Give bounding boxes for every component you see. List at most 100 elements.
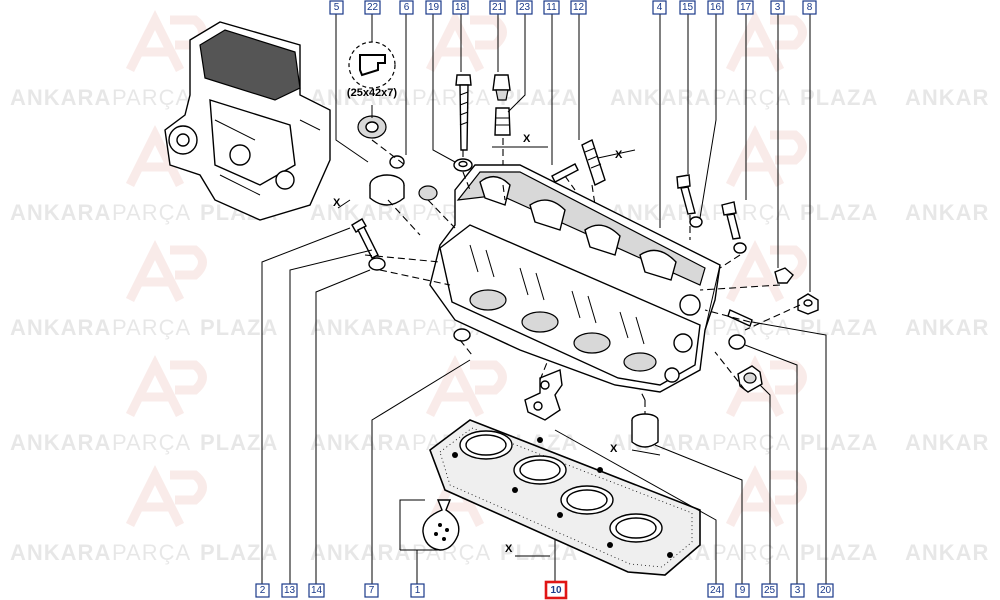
cap-nut: [797, 293, 819, 315]
watermark-text: PLAZA: [200, 430, 278, 455]
watermark-text: ANKAR: [905, 315, 989, 340]
watermark-text: ANKARA: [310, 315, 411, 340]
watermark-text: PLAZA: [800, 315, 878, 340]
callout-1[interactable]: 1: [410, 583, 425, 598]
callout-15[interactable]: 15: [679, 0, 696, 15]
cylinder-head-gasket: [429, 419, 701, 576]
bracket-bolt: [721, 201, 747, 254]
watermark-logo: [125, 464, 207, 528]
dimension-markers: X X X X X: [333, 133, 661, 557]
swirl-chamber: [631, 400, 659, 448]
engine-block-thumbnail: [164, 21, 331, 221]
watermark-text: ANKARA: [310, 85, 411, 110]
watermark-text: ANKARA: [10, 85, 111, 110]
callout-11[interactable]: 11: [543, 0, 560, 15]
callout-6[interactable]: 6: [399, 0, 414, 15]
head-bolt-washer: [453, 158, 473, 172]
watermark-logo: [125, 239, 207, 303]
watermark-text: ANKARA: [310, 540, 411, 565]
watermark-text: ANKARA: [10, 430, 111, 455]
callout-3-bottom[interactable]: 3: [790, 583, 805, 598]
x-marker: X: [523, 133, 531, 145]
watermark-text: ANKARA: [10, 200, 111, 225]
watermark-text: PLAZA: [800, 200, 878, 225]
callout-4[interactable]: 4: [652, 0, 667, 15]
watermark-text: PARÇA: [112, 200, 191, 225]
watermark-text: PARÇA: [412, 85, 491, 110]
watermark-text: PARÇA: [112, 85, 191, 110]
watermark-text: PARÇA: [112, 430, 191, 455]
callout-label: 24: [710, 585, 722, 596]
watermark-text: PLAZA: [200, 315, 278, 340]
callout-7[interactable]: 7: [364, 583, 379, 598]
side-stud: [727, 309, 753, 327]
callout-13[interactable]: 13: [281, 583, 298, 598]
callout-17[interactable]: 17: [737, 0, 754, 15]
callout-label: 12: [573, 2, 585, 13]
watermark-logo: [725, 239, 807, 303]
watermark-logo: [725, 464, 807, 528]
callout-label: 16: [710, 2, 722, 13]
callout-25[interactable]: 25: [761, 583, 778, 598]
watermark-text: ANKAR: [905, 540, 989, 565]
callout-label: 25: [764, 585, 776, 596]
watermark-text: ANKAR: [905, 85, 989, 110]
callout-16[interactable]: 16: [707, 0, 724, 15]
watermark-text: ANKARA: [10, 315, 111, 340]
valve-stem-seal-detail: (25x42x7): [347, 41, 397, 139]
watermark-text: PLAZA: [800, 540, 878, 565]
callout-9[interactable]: 9: [735, 583, 750, 598]
x-marker: X: [505, 543, 513, 555]
dowel-ring: [453, 328, 471, 342]
callout-2[interactable]: 2: [255, 583, 270, 598]
callout-label: 1: [415, 585, 421, 596]
watermark-logo: [725, 354, 807, 418]
watermark-text: PLAZA: [800, 85, 878, 110]
watermark-text: PARÇA: [112, 315, 191, 340]
watermark-text: PARÇA: [712, 540, 791, 565]
callout-24[interactable]: 24: [707, 583, 724, 598]
callout-23[interactable]: 23: [516, 0, 533, 15]
callout-21[interactable]: 21: [489, 0, 506, 15]
watermark-row: ANKARA PARÇA PLAZA ANKARA PARÇA PLAZA AN…: [10, 540, 989, 565]
injector-nozzle: [492, 74, 511, 101]
x-marker: X: [610, 443, 618, 455]
lifting-bracket: [524, 369, 563, 421]
callout-5[interactable]: 5: [329, 0, 344, 15]
callout-12[interactable]: 12: [570, 0, 587, 15]
callout-label: 18: [455, 2, 467, 13]
cover-bolt: [676, 174, 703, 228]
callout-14[interactable]: 14: [308, 583, 325, 598]
callout-18[interactable]: 18: [452, 0, 469, 15]
watermark-text: ANKARA: [610, 430, 711, 455]
callout-22[interactable]: 22: [364, 0, 381, 15]
callout-label: 21: [492, 2, 504, 13]
callout-label: 22: [367, 2, 379, 13]
hydraulic-tappet: [369, 174, 438, 206]
callout-8[interactable]: 8: [802, 0, 817, 15]
callout-19[interactable]: 19: [425, 0, 442, 15]
callout-10-highlighted[interactable]: 10: [544, 580, 568, 600]
callout-label: 17: [740, 2, 752, 13]
seal-spec-label: (25x42x7): [347, 87, 397, 99]
hex-nut: [774, 267, 794, 284]
callout-label: 3: [795, 585, 801, 596]
sealing-ring: [728, 334, 746, 350]
watermark-text: ANKARA: [10, 540, 111, 565]
callout-label: 5: [334, 2, 340, 13]
watermark-text: PARÇA: [112, 540, 191, 565]
callout-label: 13: [284, 585, 296, 596]
callout-label: 8: [807, 2, 813, 13]
watermark-logo: [425, 9, 507, 73]
glow-plug-sleeve: [494, 107, 511, 175]
gasket-kit-bag: [422, 499, 460, 551]
watermark-text: ANKAR: [905, 200, 989, 225]
callout-20[interactable]: 20: [817, 583, 834, 598]
callout-label: 9: [740, 585, 746, 596]
x-marker: X: [333, 197, 341, 209]
callout-3-top[interactable]: 3: [770, 0, 785, 15]
watermark-logo: [125, 354, 207, 418]
callout-label: 6: [404, 2, 410, 13]
callout-label: 3: [775, 2, 781, 13]
